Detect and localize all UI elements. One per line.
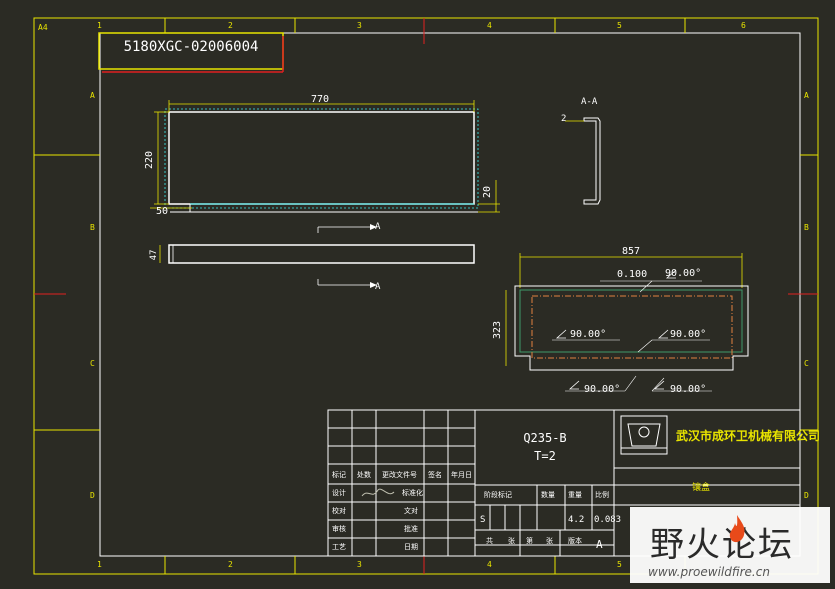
bend-angle-1: 90.00° xyxy=(665,268,701,279)
zone-number-6: 6 xyxy=(741,21,746,30)
tb-stage-scale: 比例 xyxy=(595,490,609,499)
company-name: 武汉市成环卫机械有限公司 xyxy=(676,428,820,443)
side-view: 47 A xyxy=(149,244,475,292)
tb-label-date: 日期 xyxy=(404,543,418,551)
material: Q235-B xyxy=(523,431,566,445)
bend-angle-4: 90.00° xyxy=(584,384,620,395)
signature xyxy=(361,488,395,497)
tb-label-text: 文对 xyxy=(404,506,418,515)
tb-sheet-no: 第 xyxy=(526,536,533,545)
zone-letter-a-right: A xyxy=(804,91,809,100)
tb-stage-qty: 数量 xyxy=(541,490,555,499)
zone-number-4-bottom: 4 xyxy=(487,560,492,569)
dim-length: 770 xyxy=(311,94,329,105)
tb-sheet-unit-1: 张 xyxy=(508,536,515,545)
zone-number-1: 1 xyxy=(97,21,102,30)
title-block xyxy=(327,409,801,557)
tb-label-mark: 标记 xyxy=(332,470,346,479)
dim-small-right: 20 xyxy=(482,186,493,198)
tb-label-review: 审核 xyxy=(332,524,346,533)
watermark-title: 野火论坛 xyxy=(650,525,794,565)
thickness: T=2 xyxy=(534,449,556,463)
company-logo xyxy=(620,415,668,455)
zone-number-2: 2 xyxy=(228,21,233,30)
part-name: 镶盒 xyxy=(692,481,710,493)
bend-angle-2: 90.00° xyxy=(570,329,606,340)
tb-label-date-col: 年月日 xyxy=(451,470,472,479)
watermark-url: www.proewildfire.cn xyxy=(648,565,770,579)
front-view: 770 220 20 50 A xyxy=(144,94,500,233)
tb-label-count: 处数 xyxy=(357,470,371,479)
tb-sheet-unit-2: 张 xyxy=(546,536,553,545)
bend-angle-3: 90.00° xyxy=(670,329,706,340)
s-mark: S xyxy=(480,515,485,525)
sheet-size-label: A4 xyxy=(38,23,48,32)
zone-number-4: 4 xyxy=(487,21,492,30)
tb-label-change-doc: 更改文件号 xyxy=(382,470,417,479)
section-view: A-A 2 xyxy=(561,97,601,205)
watermark-panel: 野火论坛 www.proewildfire.cn xyxy=(630,507,830,583)
zone-letter-a: A xyxy=(90,91,95,100)
flat-dim-width: 857 xyxy=(622,246,640,257)
section-marker-bottom: A xyxy=(375,282,381,292)
zone-number-3-bottom: 3 xyxy=(357,560,362,569)
bend-angle-5: 90.00° xyxy=(670,384,706,395)
dim-small-left: 50 xyxy=(156,206,168,217)
outer-frame xyxy=(33,17,819,575)
zone-number-2-bottom: 2 xyxy=(228,560,233,569)
tb-label-approve: 批准 xyxy=(404,524,418,533)
flat-bend-radius: 0.100 xyxy=(617,269,647,280)
tb-label-standard: 标准化 xyxy=(402,488,423,497)
weight: 4.2 xyxy=(568,515,584,525)
zone-letter-b: B xyxy=(90,223,95,232)
flat-pattern-view: 857 323 0.100 90.00° 90.00° 90.00° 90.00… xyxy=(492,246,749,395)
section-label: A-A xyxy=(581,97,598,107)
tb-version-label: 版本 xyxy=(568,536,582,545)
tb-stage-mark: 阶段标记 xyxy=(484,490,512,499)
zone-letter-d: D xyxy=(90,491,95,500)
zone-letter-d-right: D xyxy=(804,491,809,500)
zone-letter-b-right: B xyxy=(804,223,809,232)
tb-label-sign: 签名 xyxy=(428,470,442,479)
zone-number-1-bottom: 1 xyxy=(97,560,102,569)
scale: 0.083 xyxy=(594,515,621,525)
zone-number-3: 3 xyxy=(357,21,362,30)
tb-label-process: 工艺 xyxy=(332,543,346,551)
tb-label-check: 校对 xyxy=(332,506,346,515)
section-thickness: 2 xyxy=(561,114,566,124)
tb-stage-weight: 重量 xyxy=(568,491,582,499)
flat-dim-height: 323 xyxy=(492,321,503,339)
dim-side: 47 xyxy=(149,250,159,261)
tb-sheet-total: 共 xyxy=(486,536,493,545)
zone-letter-c: C xyxy=(90,359,95,368)
zone-number-5-bottom: 5 xyxy=(617,560,622,569)
zone-number-5: 5 xyxy=(617,21,622,30)
zone-letter-c-right: C xyxy=(804,359,809,368)
sheet-letter: A xyxy=(596,538,603,551)
tb-label-design: 设计 xyxy=(332,488,346,497)
flame-icon xyxy=(729,515,745,543)
section-marker-top: A xyxy=(375,222,381,232)
drawing-number: 5180XGC-02006004 xyxy=(124,39,259,55)
dim-height: 220 xyxy=(144,151,155,169)
